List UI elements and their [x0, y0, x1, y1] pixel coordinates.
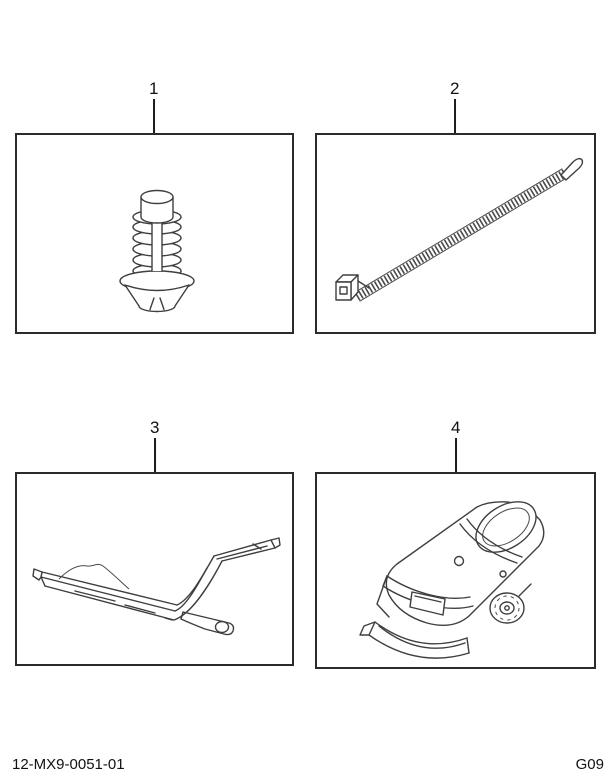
- cable-tie-drawing: [335, 157, 584, 302]
- part-panel-4: [315, 472, 596, 669]
- callout-1: 1: [149, 80, 159, 136]
- part-panel-2: [315, 133, 596, 334]
- callout-4-leader-line: [455, 438, 457, 474]
- callout-2-leader-line: [454, 99, 456, 136]
- grid-reference: G09: [575, 756, 604, 773]
- callout-3-label: 3: [150, 418, 160, 437]
- motor-assembly-drawing: [359, 501, 545, 659]
- callout-1-leader-line: [153, 99, 155, 136]
- push-pin-retainer-drawing: [119, 189, 195, 313]
- callout-2-label: 2: [450, 79, 460, 98]
- callout-2: 2: [450, 80, 460, 136]
- part-panel-3: [15, 472, 294, 666]
- part-panel-1: [15, 133, 294, 334]
- callout-4-label: 4: [451, 418, 461, 437]
- callout-3: 3: [150, 419, 160, 474]
- document-number: 12-MX9-0051-01: [12, 756, 125, 773]
- support-bracket-drawing: [32, 537, 281, 636]
- callout-4: 4: [451, 419, 461, 474]
- callout-1-label: 1: [149, 79, 159, 98]
- callout-3-leader-line: [154, 438, 156, 474]
